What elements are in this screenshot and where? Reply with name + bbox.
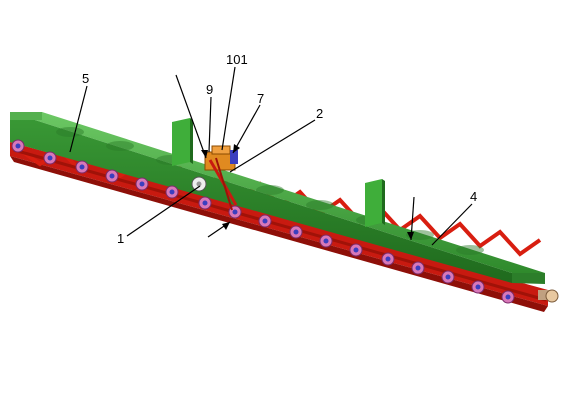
arrow-top	[201, 150, 208, 158]
support-plates	[172, 118, 385, 227]
leader-7	[232, 104, 261, 154]
arrow-right	[407, 232, 414, 240]
leader-lines	[69, 66, 473, 246]
label-5: 5	[82, 71, 89, 86]
label-4: 4	[470, 189, 477, 204]
part-labels: 5 101 9 7 2 1 4	[82, 52, 477, 246]
leader-9	[208, 96, 212, 153]
label-101: 101	[226, 52, 248, 67]
label-2: 2	[316, 106, 323, 121]
leader-top	[175, 74, 207, 159]
leader-5	[69, 85, 88, 153]
label-7: 7	[257, 91, 264, 106]
arrow-bottom	[222, 222, 230, 230]
label-1: 1	[117, 231, 124, 246]
leader-101	[221, 66, 236, 151]
trough	[10, 112, 545, 284]
rollers	[11, 139, 559, 304]
leader-2	[229, 119, 316, 173]
label-9: 9	[206, 82, 213, 97]
drive-unit	[191, 145, 238, 211]
leader-4	[431, 203, 473, 246]
frame	[10, 142, 548, 312]
arrow-7	[233, 144, 240, 153]
leader-1	[126, 185, 201, 237]
